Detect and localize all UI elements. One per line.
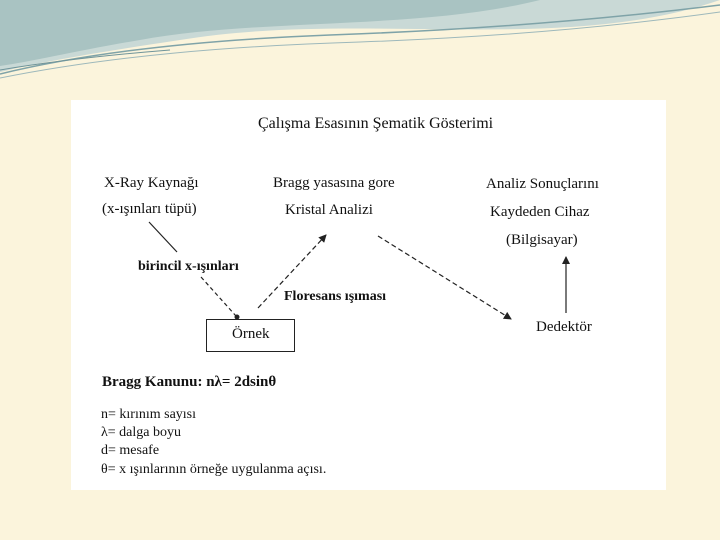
bragg-law-heading: Bragg Kanunu: nλ= 2dsinθ (102, 374, 277, 390)
source-label-line1: X-Ray Kaynağı (104, 175, 199, 191)
result-label-line3: (Bilgisayar) (506, 232, 578, 248)
diagram-title: Çalışma Esasının Şematik Gösterimi (258, 115, 494, 132)
arrow-sample-to-bragg (257, 234, 327, 309)
source-label-line2: (x-ışınları tüpü) (102, 201, 197, 217)
legend-n: n= kırınım sayısı (101, 407, 197, 422)
decorative-header-swoosh (0, 0, 720, 79)
result-label-line1: Analiz Sonuçlarını (486, 176, 599, 192)
legend-theta: θ= x ışınlarının örneğe uygulanma açısı. (101, 462, 327, 477)
fluorescence-label: Floresans ışıması (284, 289, 387, 304)
diagram-arrows (148, 221, 570, 320)
arrow-source-to-sample (148, 221, 178, 253)
legend-lambda: λ= dalga boyu (101, 425, 182, 440)
detector-label: Dedektör (536, 319, 592, 335)
diagram-panel: Çalışma Esasının Şematik Gösterimi X-Ray… (71, 100, 666, 490)
bragg-label-line2: Kristal Analizi (285, 202, 373, 218)
primary-rays-label: birincil x-ışınları (138, 259, 239, 274)
sample-label: Örnek (232, 326, 270, 342)
result-label-line2: Kaydeden Cihaz (490, 204, 590, 220)
bragg-label-line1: Bragg yasasına gore (273, 175, 395, 191)
sample-box (206, 319, 295, 352)
legend-d: d= mesafe (101, 443, 160, 458)
arrow-bragg-to-detector (377, 235, 512, 320)
